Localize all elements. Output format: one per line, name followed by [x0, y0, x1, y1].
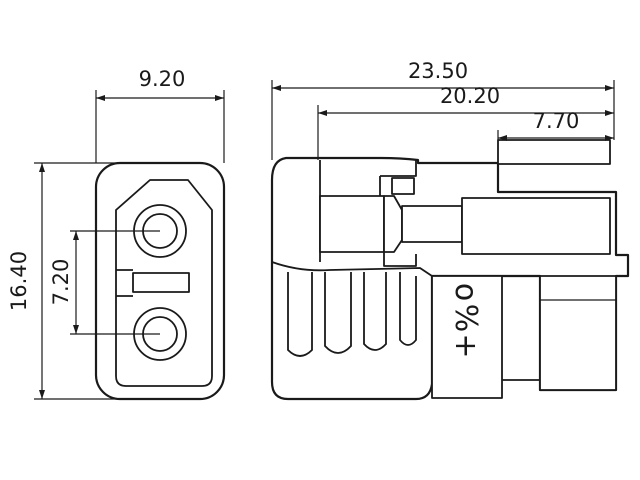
marking-o: o [448, 283, 483, 301]
side-top-tab [497, 139, 611, 165]
side-latch-lower [383, 252, 417, 267]
side-latch [379, 160, 417, 196]
front-key-slot [132, 272, 190, 293]
side-contact-pin [401, 205, 463, 243]
side-fin-3 [363, 272, 387, 351]
side-fin-2 [324, 272, 352, 354]
dim-pin-spacing: 7.20 [49, 230, 160, 335]
dim-front-height: 16.40 [7, 162, 120, 400]
side-view [270, 139, 630, 401]
dim-side-pin: 7.70 [497, 109, 614, 141]
side-fin-4 [399, 272, 417, 346]
dim-front-height-label: 16.40 [7, 251, 31, 311]
dim-side-pin-label: 7.70 [533, 109, 580, 133]
side-contact-rear [461, 197, 611, 255]
polarity-markings: o % + [448, 283, 483, 359]
side-skirt [271, 261, 433, 277]
marking-plus: + [448, 333, 483, 358]
dim-front-width-label: 9.20 [139, 67, 186, 91]
side-marking-panel [431, 275, 503, 399]
dim-side-total: 23.50 [271, 59, 615, 160]
dim-pin-spacing-label: 7.20 [49, 259, 73, 306]
dim-side-body-label: 20.20 [440, 84, 500, 108]
dim-side-body: 20.20 [317, 84, 614, 160]
side-rear-block [539, 275, 617, 391]
front-view [94, 161, 226, 401]
side-contact-taper [383, 195, 403, 253]
dim-front-width: 9.20 [95, 67, 225, 163]
side-fin-1 [287, 272, 313, 357]
dim-side-total-label: 23.50 [408, 59, 468, 83]
front-inner-cavity [115, 179, 213, 387]
front-housing-outline [94, 161, 226, 401]
side-contact-tube-front [319, 195, 385, 253]
marking-percent: % [448, 304, 483, 333]
